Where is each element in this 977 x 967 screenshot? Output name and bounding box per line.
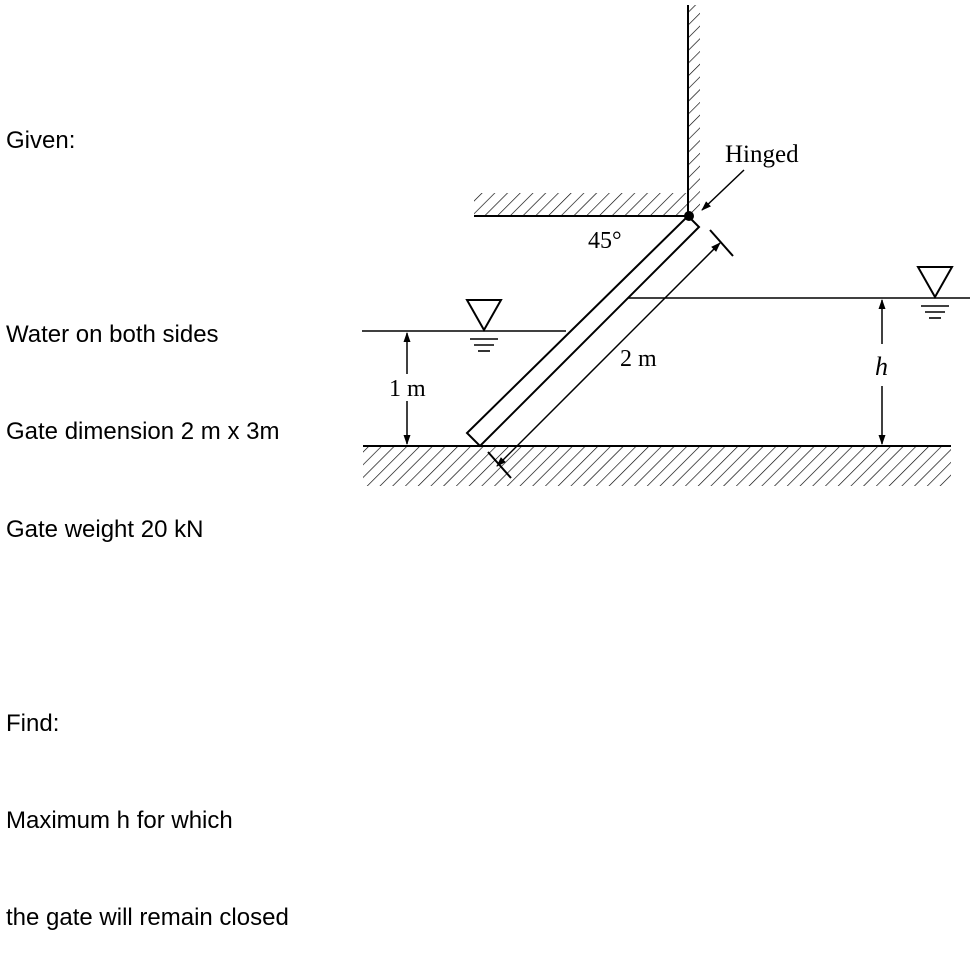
given-line-weight: Gate weight 20 kN: [6, 515, 204, 543]
left-depth-label: 1 m: [389, 376, 426, 402]
find-line-1: Maximum h for which: [6, 807, 233, 835]
left-water-level-symbol: [465, 299, 503, 333]
ground: [363, 445, 951, 486]
hinge-label: Hinged: [725, 141, 799, 168]
gate-length-dimension: [487, 229, 734, 479]
gate-length-label: 2 m: [620, 346, 657, 372]
hinge-point: [684, 211, 694, 221]
find-heading: Find:: [6, 710, 60, 738]
right-water-surface: [627, 266, 970, 319]
right-depth-label: h: [875, 352, 888, 381]
blank-line: [6, 611, 289, 643]
given-heading: Given:: [6, 126, 76, 154]
ceiling-ledge: [474, 193, 688, 217]
gate-diagram: Hinged 45° 2 m 1 m h: [362, 5, 970, 486]
left-water-surface: [362, 299, 566, 352]
right-water-level-symbol: [916, 266, 954, 300]
given-line-dimension: Gate dimension 2 m x 3m: [6, 418, 280, 446]
hinge-leader-arrow: [701, 169, 745, 211]
given-line-water: Water on both sides: [6, 321, 219, 349]
angle-label: 45°: [588, 228, 622, 254]
find-line-2: the gate will remain closed: [6, 904, 289, 932]
vertical-wall: [687, 5, 700, 216]
